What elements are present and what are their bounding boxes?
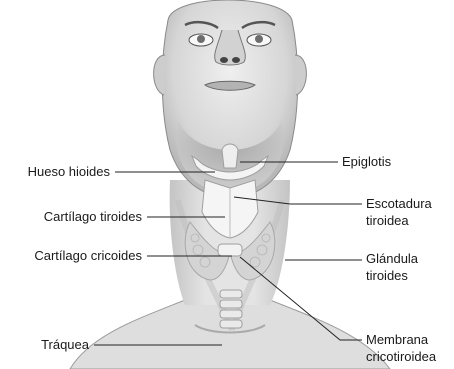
label-epiglotis: Epiglotis: [342, 154, 391, 169]
label-membrana-line1: Membrana: [366, 332, 428, 347]
label-escotadura-line1: Escotadura: [366, 196, 432, 211]
label-traquea: Tráquea: [41, 337, 89, 352]
label-escotadura-line2: tiroidea: [366, 213, 409, 228]
label-cartilago-cricoides: Cartílago cricoides: [34, 248, 142, 263]
label-cartilago-tiroides: Cartílago tiroides: [44, 209, 142, 224]
label-hueso-hioides: Hueso hioides: [28, 164, 110, 179]
epiglottis: [222, 144, 238, 168]
label-membrana-line2: cricotiroidea: [366, 349, 436, 364]
cricoid-cartilage: [218, 244, 242, 256]
label-glandula-line2: tiroides: [366, 268, 408, 283]
label-glandula-line1: Glándula: [366, 251, 418, 266]
